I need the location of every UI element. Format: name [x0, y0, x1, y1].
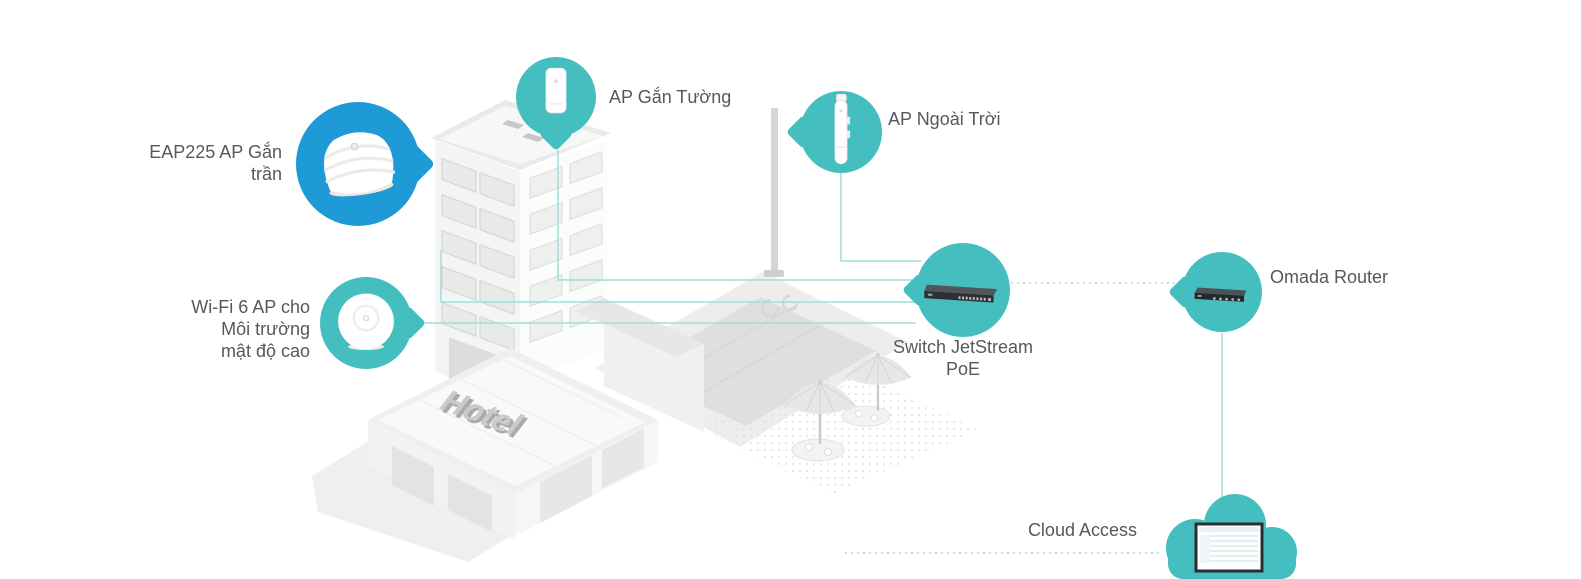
- outdoor-ap-label: AP Ngoài Trời: [888, 109, 1001, 129]
- ceiling-ap-bubble: [296, 102, 436, 226]
- router-bubble: [1168, 252, 1262, 332]
- hotel-annex: [576, 298, 704, 432]
- ceiling-ap-device-icon: [323, 132, 396, 197]
- wall-ap-device-icon: [545, 67, 567, 114]
- wifi6-ap-bubble: [320, 277, 426, 369]
- link-ceiling-ap-to-switch: [440, 250, 916, 303]
- ceiling-ap-label: EAP225 AP Gắn trần: [149, 142, 282, 184]
- router-label: Omada Router: [1270, 267, 1389, 287]
- outdoor-ap-pole: [764, 108, 784, 277]
- wifi6-ap-device-icon: [338, 293, 394, 351]
- switch-label: Switch JetStream PoE: [892, 337, 1034, 379]
- wifi6-ap-label: Wi-Fi 6 AP cho Môi trường mật độ cao: [191, 297, 310, 361]
- dashboard-screen: [1194, 522, 1264, 573]
- cloud-access-node: [1150, 480, 1310, 579]
- cloud-label: Cloud Access: [1027, 520, 1137, 540]
- link-wall-ap-to-switch: [557, 150, 916, 281]
- wall-ap-bubble: [516, 57, 596, 151]
- wall-ap-label: AP Gắn Tường: [609, 87, 732, 107]
- umbrella-table: [841, 353, 912, 427]
- patio: [700, 364, 978, 494]
- connectors: [421, 150, 1223, 554]
- router-device-icon: [1194, 287, 1247, 302]
- cloud-dashboard-icon: [1166, 494, 1297, 579]
- hotel-tower: [431, 100, 611, 414]
- outdoor-ap-device-icon: [834, 94, 851, 165]
- link-outdoor-ap-to-switch: [840, 173, 922, 262]
- outdoor-ap-bubble: [786, 91, 882, 173]
- roof-vent: [522, 133, 544, 142]
- roof-vent: [502, 120, 524, 129]
- umbrella-table: [783, 379, 857, 462]
- hotel-podium: Hotel Hotel: [368, 348, 658, 540]
- switch-bubble: [902, 243, 1010, 337]
- poe-switch-device-icon: [924, 284, 998, 303]
